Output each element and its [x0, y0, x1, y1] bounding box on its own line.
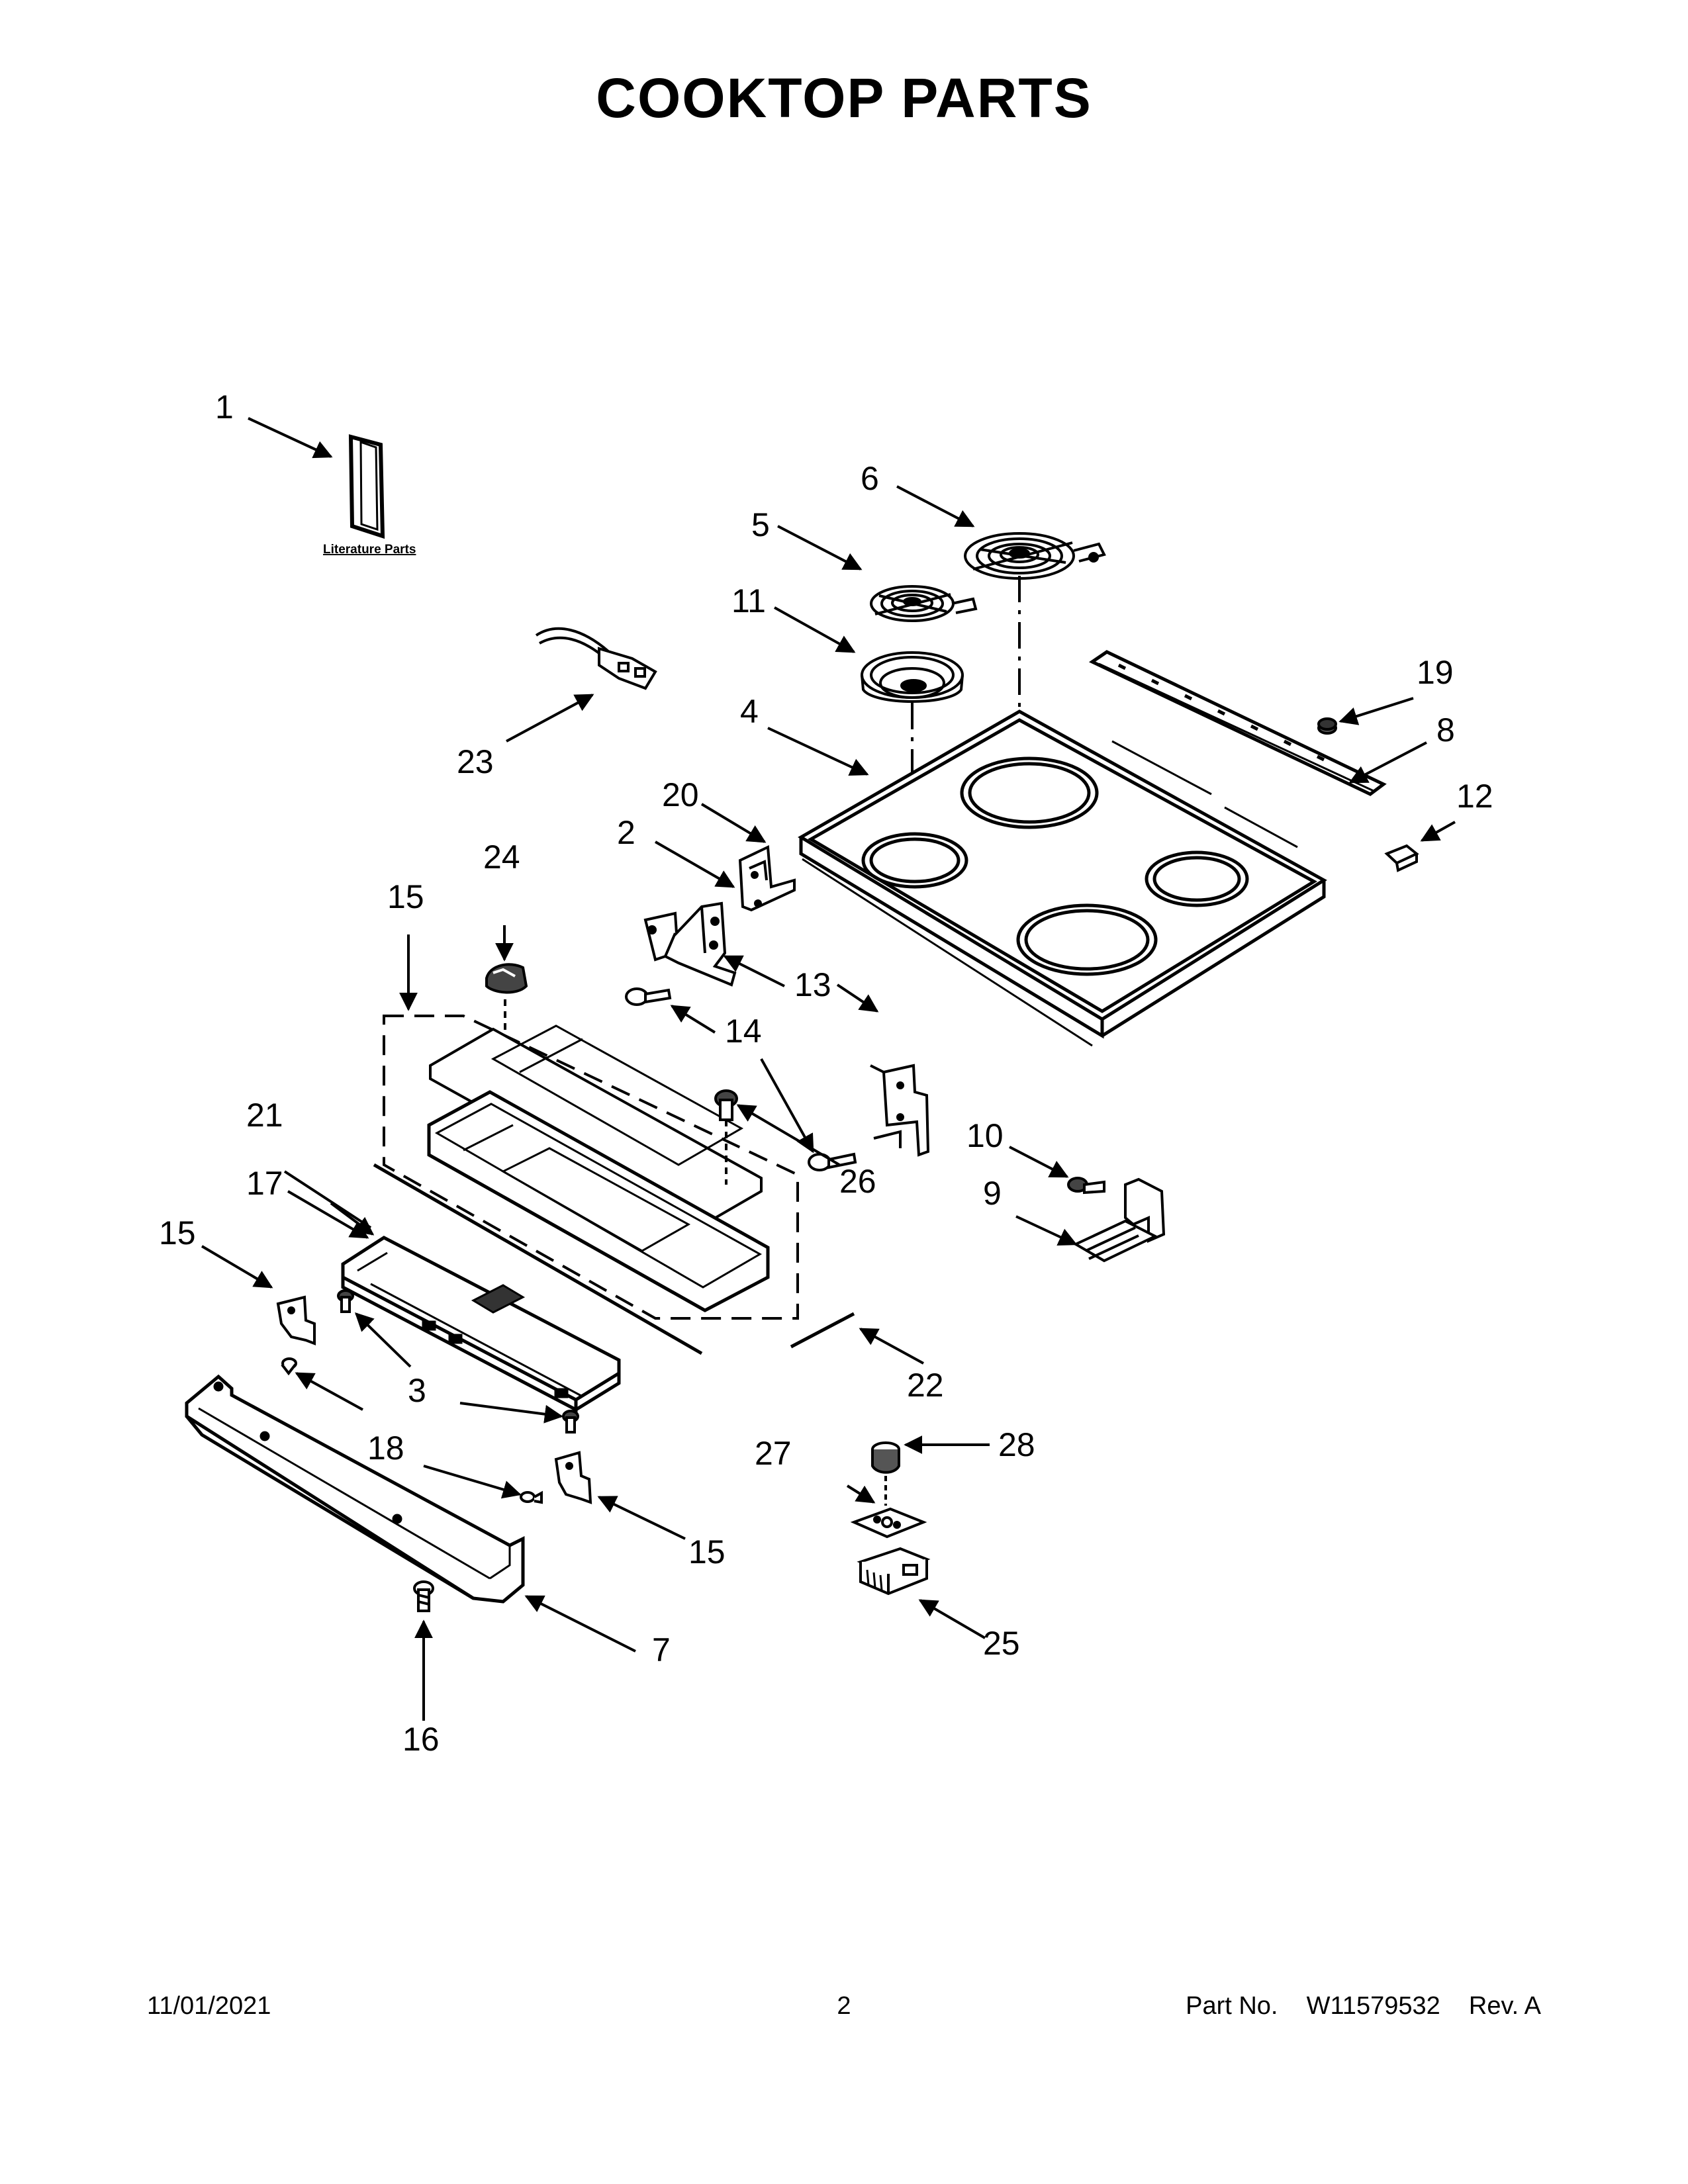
screw-upper: [625, 987, 672, 1006]
callout-22: 21: [246, 1097, 283, 1134]
footer-page-number: 2: [837, 1992, 851, 2020]
control-board: [341, 1236, 621, 1413]
callout-24: 23: [457, 743, 494, 780]
callout-4: 4: [740, 693, 759, 730]
large-surface-element: [964, 532, 1106, 580]
footer-part-info: Part No. W11579532 Rev. A: [1186, 1992, 1541, 2021]
callout-10: 10: [966, 1117, 1004, 1154]
callout-13: 13: [794, 966, 831, 1003]
front-trim: [185, 1374, 525, 1604]
trim-strip-22: [373, 1163, 703, 1355]
footer-part-number: W11579532: [1306, 1992, 1440, 2020]
callout-7: 7: [652, 1631, 671, 1668]
callout-8: 8: [1436, 711, 1455, 749]
footer-part-label: Part No.: [1186, 1992, 1278, 2020]
callout-labels: 1 6 5 11 4 23 19 8 12 20 2 24 15 13 14 2…: [159, 388, 1493, 1758]
literature-parts-label: Literature Parts: [323, 543, 416, 557]
callout-15-left: 15: [159, 1214, 196, 1251]
control-panel-assembly-outline: [383, 1015, 799, 1320]
callout-23: 22: [907, 1367, 944, 1404]
callout-6: 6: [861, 460, 879, 497]
callout-16: 15: [387, 878, 424, 915]
bracket-screws: [281, 1357, 543, 1504]
switch-knob: [871, 1441, 900, 1506]
infinite-switch: [857, 1547, 931, 1596]
callout-15-right: 15: [688, 1533, 726, 1570]
mounting-bracket-left: [276, 1295, 316, 1345]
callout-21: 20: [662, 776, 699, 813]
callout-12: 12: [1456, 778, 1493, 815]
bumper: [1317, 717, 1337, 735]
drip-bowl: [861, 651, 964, 703]
footer-date: 11/01/2021: [147, 1992, 271, 2020]
cooktop-panel: [798, 709, 1327, 1047]
callout-25: 24: [483, 839, 520, 876]
callout-14: 14: [725, 1013, 762, 1050]
small-surface-element: [870, 585, 978, 622]
cooktop-bracket: [738, 844, 796, 912]
callout-26: 25: [983, 1625, 1020, 1662]
control-panel-upper-plate: [429, 1024, 763, 1230]
callout-18: 17: [246, 1165, 283, 1202]
side-bracket-left: [643, 901, 737, 987]
callout-2: 2: [617, 814, 635, 851]
side-bracket-right: [870, 1064, 930, 1157]
control-panel-lower: [427, 1090, 770, 1312]
trim-strip-23: [790, 1312, 855, 1349]
rear-vent-trim: [1088, 650, 1387, 796]
callout-19: 18: [367, 1430, 404, 1467]
callout-3: 3: [408, 1372, 426, 1409]
board-screws: [337, 1289, 579, 1433]
callout-29: 28: [998, 1426, 1035, 1463]
footer-revision: Rev. A: [1468, 1992, 1541, 2020]
callout-17: 16: [402, 1721, 440, 1758]
mounting-screw: [714, 1089, 738, 1185]
leader-lines: [201, 417, 1456, 1721]
callout-11: 11: [731, 582, 766, 619]
screw-lower: [808, 1152, 857, 1171]
terminal-screw: [1067, 1177, 1105, 1195]
callout-28: 27: [755, 1435, 792, 1472]
callout-5: 5: [751, 506, 770, 543]
callout-27: 26: [839, 1163, 876, 1200]
literature-parts-booklet: [348, 434, 385, 539]
trim-screw: [413, 1580, 434, 1612]
clip: [1384, 844, 1419, 872]
power-cord-connector: [535, 627, 657, 690]
callout-9: 9: [983, 1175, 1002, 1212]
mounting-bracket-right: [554, 1451, 592, 1504]
switch-plate: [850, 1507, 927, 1539]
terminal-bracket: [1072, 1177, 1166, 1263]
callout-20: 19: [1417, 654, 1454, 691]
page-title: COOKTOP PARTS: [596, 67, 1092, 129]
callout-1: 1: [215, 388, 234, 426]
